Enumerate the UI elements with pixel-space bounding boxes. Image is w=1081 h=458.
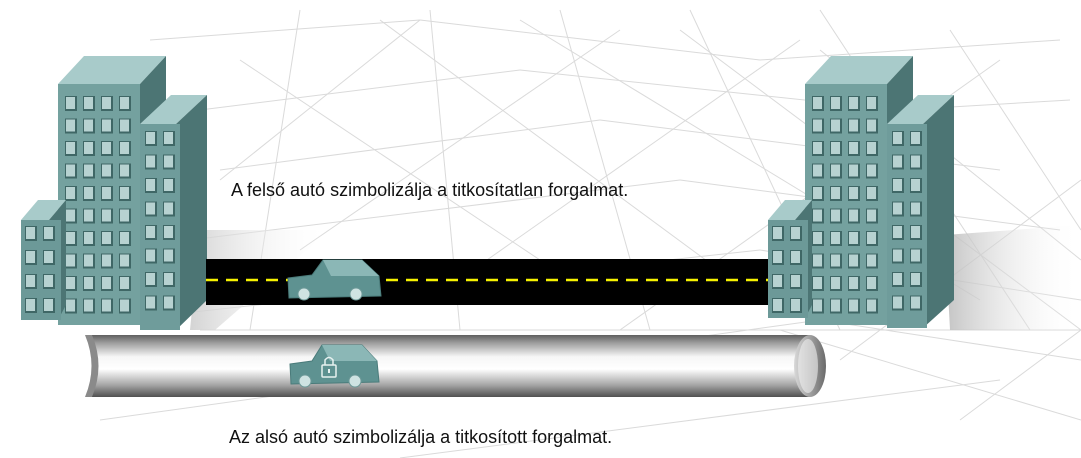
encrypted-car <box>289 344 380 388</box>
right-office-buildings <box>768 56 954 328</box>
unencrypted-traffic-caption: A felső autó szimbolizálja a titkosítatl… <box>231 180 629 200</box>
right-building-shadow <box>945 225 1081 330</box>
encrypted-tunnel <box>85 335 826 397</box>
left-office-buildings <box>21 56 207 330</box>
unencrypted-car <box>287 259 382 301</box>
encrypted-traffic-caption: Az alsó autó szimbolizálja a titkosított… <box>229 427 613 447</box>
lock-icon <box>321 356 337 378</box>
